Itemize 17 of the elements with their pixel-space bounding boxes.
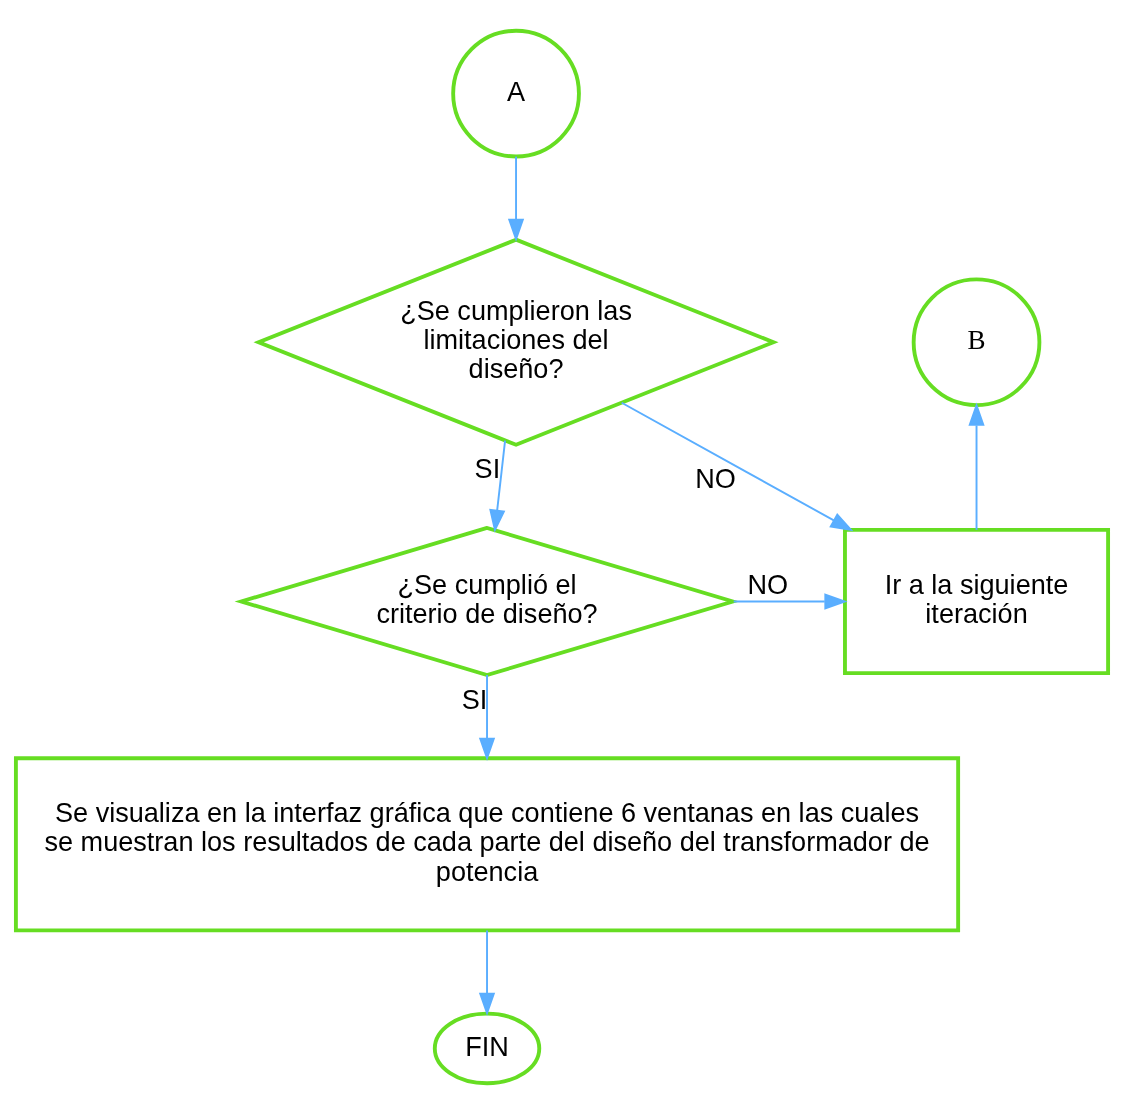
- arrow: [507, 155, 525, 242]
- arrow: [478, 929, 496, 1017]
- node-box: Se visualiza en la interfaz gráfica que contiene 6 ventanas en las cuales se muestran los resultados de cada parte del diseño del transformador de potencia: [13, 756, 961, 933]
- node-box: Ir a la siguiente iteración: [843, 527, 1111, 676]
- arrow: [478, 674, 496, 762]
- edge-label: NO: [747, 569, 789, 601]
- edge-label: SI: [461, 684, 488, 716]
- node-circle: B: [911, 277, 1042, 408]
- arrow: [732, 593, 848, 610]
- arrow: [620, 401, 854, 532]
- arrow: [489, 439, 507, 533]
- arrow: [968, 402, 985, 531]
- node-ellipse: FIN: [432, 1011, 542, 1086]
- edge-label: NO: [695, 463, 736, 495]
- edge-label: SI: [474, 453, 501, 485]
- node-circle: A: [451, 28, 581, 159]
- node-diamond: ¿Se cumplieron las limitaciones del diseño?: [253, 237, 779, 447]
